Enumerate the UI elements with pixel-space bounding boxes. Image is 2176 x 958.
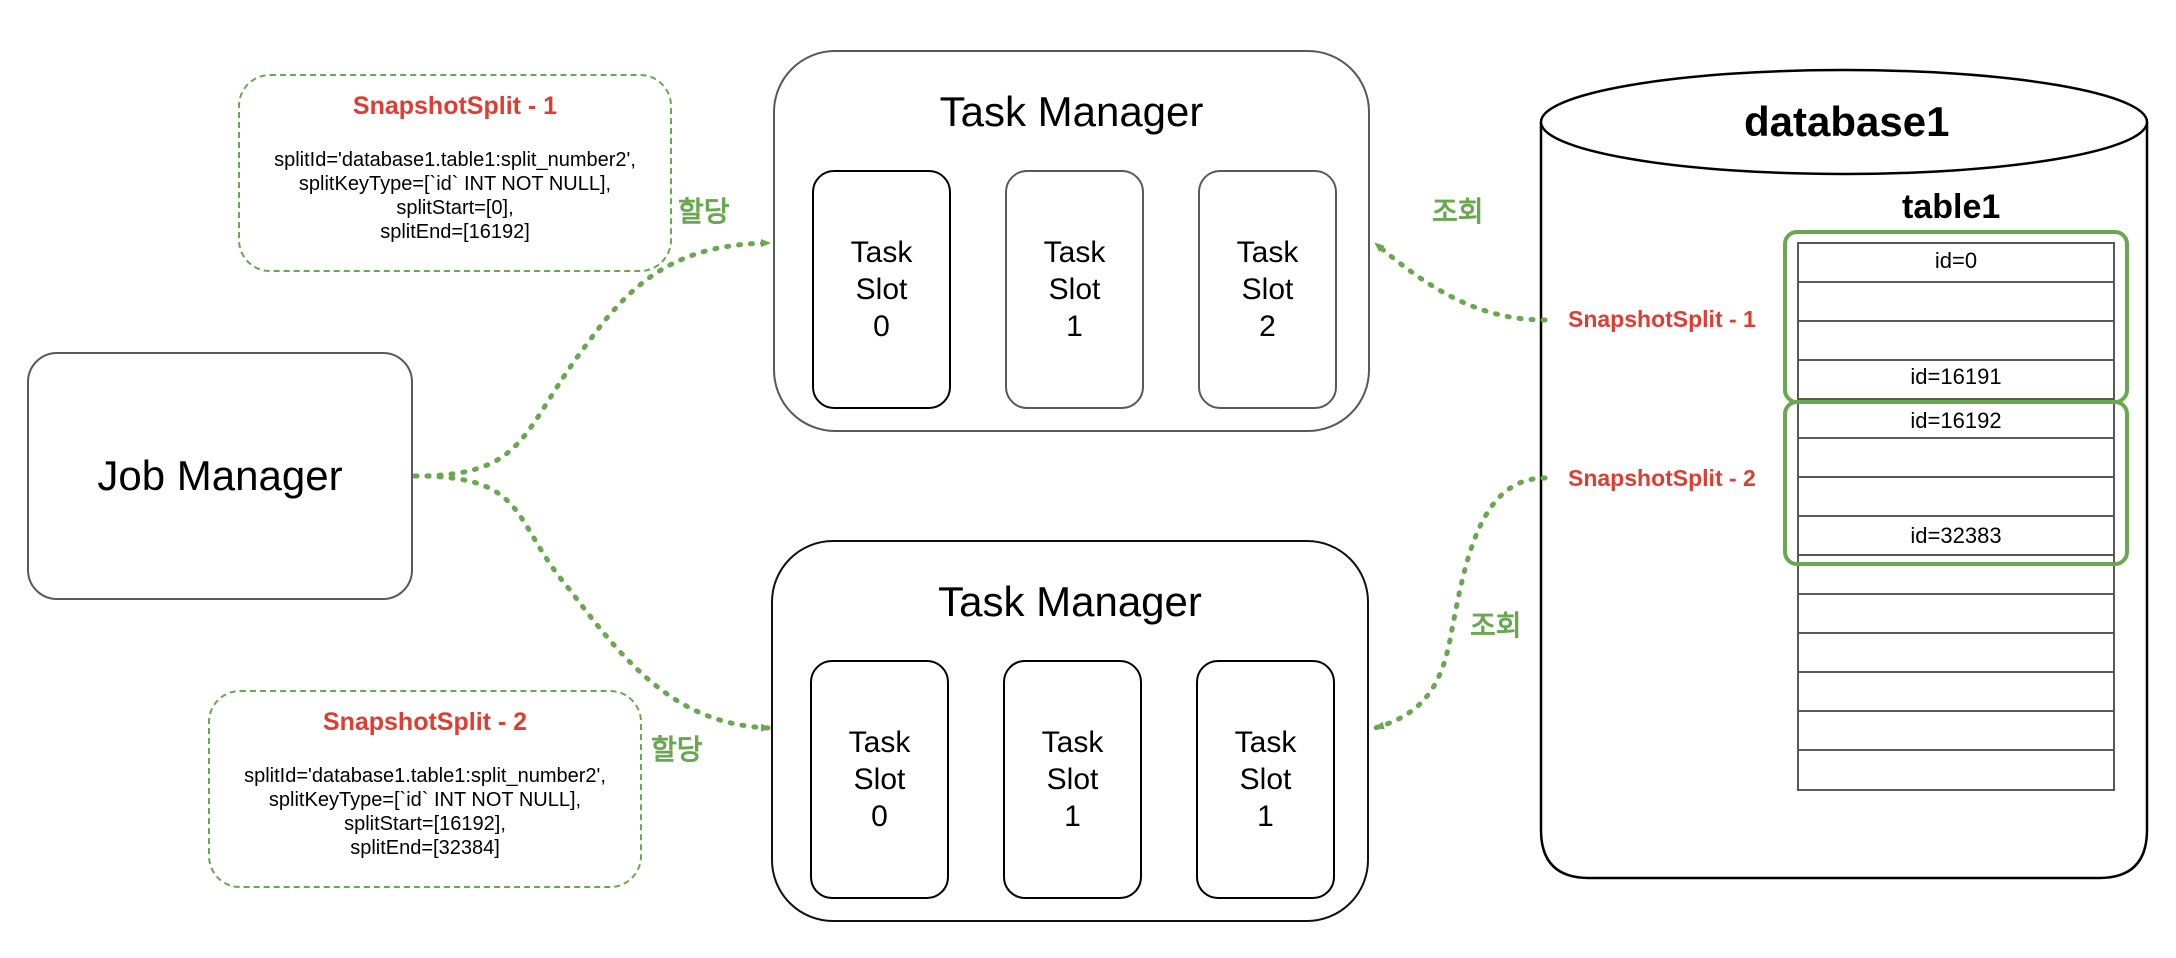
db-split-label-2: SnapshotSplit - 2 <box>1568 465 1756 491</box>
task-manager-1: Task Manager Task Slot 0 Task Slot 1 Tas… <box>773 50 1370 432</box>
split-title: SnapshotSplit - 1 <box>352 92 558 120</box>
assign-arrow-1 <box>412 239 773 479</box>
table-title: table1 <box>1902 188 2001 226</box>
split-start-line: splitStart=[0], <box>396 197 514 219</box>
task-slot: Task Slot 0 <box>812 170 951 409</box>
query-arrow-1 <box>1372 240 1548 323</box>
task-slot: Task Slot 1 <box>1003 660 1142 899</box>
db-split-label-1: SnapshotSplit - 1 <box>1568 306 1756 332</box>
database-cylinder <box>1539 68 2149 880</box>
task-manager-title: Task Manager <box>938 578 1202 625</box>
split-info-box-1: SnapshotSplit - 1 splitId='database1.tab… <box>238 74 672 272</box>
split-start-line: splitStart=[16192], <box>344 813 506 835</box>
split-key-type-line: splitKeyType=[`id` INT NOT NULL], <box>268 789 582 811</box>
table-row-label: id=16191 <box>1910 364 2002 389</box>
assign-label-2: 할당 <box>651 734 703 765</box>
split-id-line: splitId='database1.table1:split_number2'… <box>244 765 606 787</box>
task-slot: Task Slot 1 <box>1005 170 1144 409</box>
table-row-label: id=0 <box>1934 248 1978 273</box>
query-label-2: 조회 <box>1470 610 1522 641</box>
split-end-line: splitEnd=[16192] <box>380 221 530 243</box>
database-title: database1 <box>1744 98 1950 145</box>
split-end-line: splitEnd=[32384] <box>350 837 500 859</box>
task-slot: Task Slot 1 <box>1196 660 1335 899</box>
split-title: SnapshotSplit - 2 <box>322 708 528 736</box>
task-manager-2: Task Manager Task Slot 0 Task Slot 1 Tas… <box>771 540 1369 922</box>
task-manager-title: Task Manager <box>939 88 1204 135</box>
table-row-label: id=16192 <box>1910 408 2002 433</box>
split-id-line: splitId='database1.table1:split_number2'… <box>274 149 636 171</box>
job-manager-title: Job Manager <box>97 452 343 499</box>
split-key-type-line: splitKeyType=[`id` INT NOT NULL], <box>298 173 612 195</box>
task-slot: Task Slot 2 <box>1198 170 1337 409</box>
table-row-label: id=32383 <box>1910 523 2002 548</box>
split-info-box-2: SnapshotSplit - 2 splitId='database1.tab… <box>208 690 642 888</box>
assign-arrow-2 <box>412 473 773 732</box>
split-2-highlight <box>1783 400 2129 566</box>
query-label-1: 조회 <box>1432 196 1484 227</box>
table-grid <box>1797 242 2115 791</box>
job-manager-box: Job Manager <box>27 352 413 600</box>
task-slot: Task Slot 0 <box>810 660 949 899</box>
assign-label-1: 할당 <box>678 196 730 227</box>
query-arrow-2 <box>1372 475 1548 731</box>
